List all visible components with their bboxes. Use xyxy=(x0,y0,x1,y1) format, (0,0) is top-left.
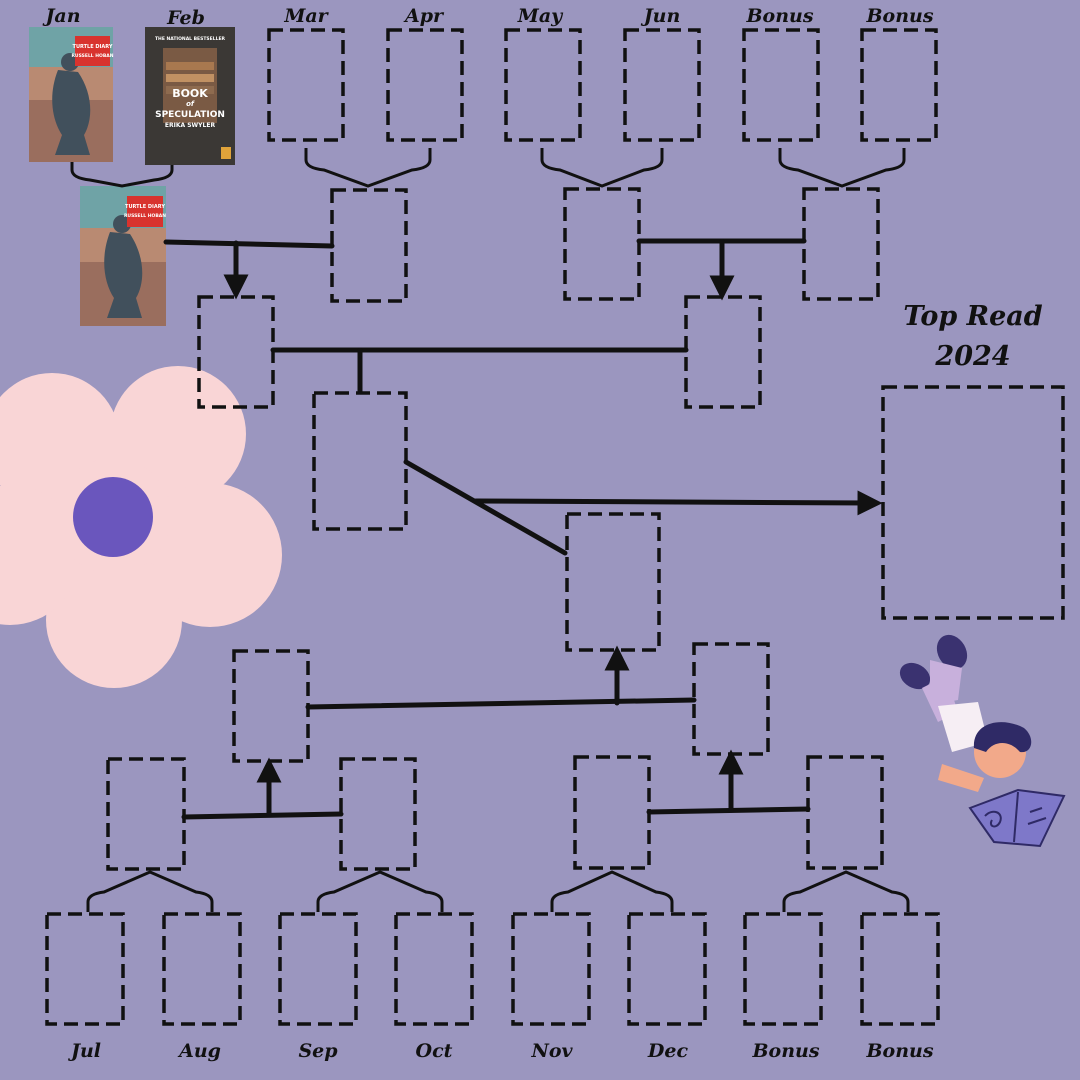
top-round-slots xyxy=(267,28,938,142)
month-label-may: May xyxy=(517,5,563,27)
slot-aug[interactable] xyxy=(162,912,242,1026)
slot-bonus-bottom-2[interactable] xyxy=(860,912,940,1026)
round3-top xyxy=(197,295,762,409)
slot-r2-nov-dec[interactable] xyxy=(573,755,651,870)
cover-author: RUSSELL HOBAN xyxy=(124,213,166,219)
slot-jul[interactable] xyxy=(45,912,125,1026)
slot-top-read-2024[interactable] xyxy=(881,385,1065,620)
slot-nov[interactable] xyxy=(511,912,591,1026)
slot-finalist-top[interactable] xyxy=(312,391,408,531)
title-line-1: Top Read xyxy=(903,301,1043,332)
month-label-bonus-4: Bonus xyxy=(866,1040,934,1062)
cover-kicker: THE NATIONAL BESTSELLER xyxy=(155,36,226,42)
month-label-aug: Aug xyxy=(179,1040,221,1062)
month-label-jul: Jul xyxy=(70,1040,102,1062)
cover-title-2: SPECULATION xyxy=(155,110,225,120)
slot-may[interactable] xyxy=(504,28,582,142)
finals xyxy=(312,385,1065,652)
month-label-jun: Jun xyxy=(643,5,681,27)
slot-bonus-top-2[interactable] xyxy=(860,28,938,142)
month-label-mar: Mar xyxy=(284,5,328,27)
cover-turtle-diary-jan[interactable]: TURTLE DIARY RUSSELL HOBAN xyxy=(29,27,114,162)
cover-book-of-speculation-feb[interactable]: THE NATIONAL BESTSELLER BOOK of SPECULAT… xyxy=(145,27,235,165)
month-label-dec: Dec xyxy=(647,1040,689,1062)
slot-dec[interactable] xyxy=(627,912,707,1026)
slot-r2-bonus[interactable] xyxy=(802,187,880,301)
month-label-apr: Apr xyxy=(404,5,444,27)
cover-author: RUSSELL HOBAN xyxy=(71,53,113,59)
month-label-bonus-1: Bonus xyxy=(746,5,814,27)
slot-oct[interactable] xyxy=(394,912,474,1026)
top-read-title: Top Read 2024 xyxy=(873,297,1073,377)
slot-r3-right[interactable] xyxy=(684,295,762,409)
slot-r2-jul-aug[interactable] xyxy=(106,757,186,871)
reading-girl-illustration xyxy=(899,634,1066,848)
slot-bonus-bottom-1[interactable] xyxy=(743,912,823,1026)
month-label-oct: Oct xyxy=(415,1040,453,1062)
flower-decoration-icon xyxy=(0,366,282,688)
slot-mar[interactable] xyxy=(267,28,345,142)
top-forks xyxy=(70,148,906,188)
slot-r2-may-jun[interactable] xyxy=(563,187,641,301)
round3-bottom xyxy=(232,642,770,763)
cover-author: ERIKA SWYLER xyxy=(165,122,216,129)
month-label-nov: Nov xyxy=(531,1040,573,1062)
slot-r2-bonus-bottom[interactable] xyxy=(806,755,884,870)
arrow-icon xyxy=(473,490,883,516)
bottom-round-slots xyxy=(45,912,940,1026)
cover-title: TURTLE DIARY xyxy=(73,44,113,50)
slot-r3-bottom-right[interactable] xyxy=(692,642,770,756)
cover-title-1: BOOK xyxy=(172,87,208,100)
month-label-feb: Feb xyxy=(167,7,205,29)
month-label-jan: Jan xyxy=(45,5,81,27)
cover-title: TURTLE DIARY xyxy=(125,204,165,210)
title-line-2: 2024 xyxy=(935,341,1011,372)
slot-bonus-top-1[interactable] xyxy=(742,28,820,142)
bottom-forks xyxy=(86,870,910,912)
slot-sep[interactable] xyxy=(278,912,358,1026)
month-label-sep: Sep xyxy=(298,1040,338,1062)
month-label-bonus-2: Bonus xyxy=(866,5,934,27)
slot-finalist-bottom[interactable] xyxy=(565,512,661,652)
slot-jun[interactable] xyxy=(623,28,701,142)
cover-turtle-diary-winner[interactable]: TURTLE DIARY RUSSELL HOBAN xyxy=(80,186,166,326)
slot-r2-mar-apr[interactable] xyxy=(330,188,408,303)
slot-apr[interactable] xyxy=(386,28,464,142)
cover-title-of: of xyxy=(186,100,195,108)
month-label-bonus-3: Bonus xyxy=(752,1040,820,1062)
round2-top xyxy=(163,187,880,303)
slot-r2-sep-oct[interactable] xyxy=(339,757,417,871)
round2-bottom xyxy=(106,749,884,871)
slot-r3-bottom-left[interactable] xyxy=(232,649,310,763)
